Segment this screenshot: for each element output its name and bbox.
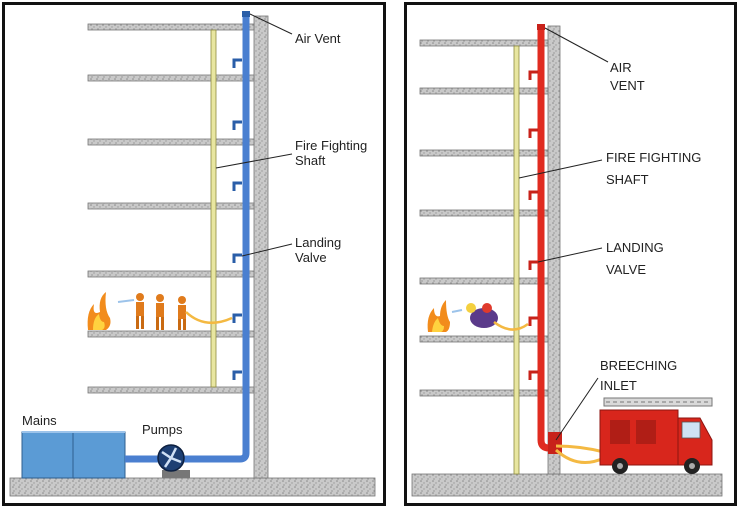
fire-icon-left xyxy=(87,292,111,330)
supply-pipe-left xyxy=(125,14,250,463)
valve-icon xyxy=(528,128,538,138)
building-wall-right xyxy=(547,25,561,475)
valve-icon xyxy=(528,260,538,270)
floor-slab xyxy=(87,202,255,210)
valve-icon xyxy=(232,181,242,191)
label-landing-valve-left-line2: Valve xyxy=(295,250,327,265)
callout-lines-left xyxy=(215,13,293,257)
floor-slab xyxy=(419,39,549,47)
label-landing-valve-right-line2: VALVE xyxy=(606,262,646,277)
valve-icon xyxy=(528,370,538,380)
floor-slab xyxy=(419,389,549,397)
firefighters-icon-right xyxy=(451,303,529,331)
left-building: Air Vent Fire Fighting Shaft Landing Val… xyxy=(9,11,376,497)
pump-icon xyxy=(157,444,190,478)
valve-icon xyxy=(528,190,538,200)
fire-icon-right xyxy=(427,300,450,332)
valve-icon xyxy=(528,70,538,80)
label-fire-fighting-shaft-left-line1: Fire Fighting xyxy=(295,138,367,153)
floor-slabs-left xyxy=(87,23,255,394)
ground-slab-right xyxy=(411,473,723,497)
label-fire-fighting-shaft-right-line1: FIRE FIGHTING xyxy=(606,150,701,165)
label-air-vent-left: Air Vent xyxy=(295,31,341,46)
label-fire-fighting-shaft-left-line2: Shaft xyxy=(295,153,326,168)
floor-slab xyxy=(419,87,549,95)
floor-slab xyxy=(419,335,549,343)
right-building: AIR VENT FIRE FIGHTING SHAFT LANDING VAL… xyxy=(411,24,723,497)
fire-truck-icon xyxy=(554,397,713,474)
valve-icon xyxy=(528,316,538,326)
label-landing-valve-left-line1: Landing xyxy=(295,235,341,250)
air-vent-icon-left xyxy=(242,11,250,17)
floor-slab xyxy=(419,149,549,157)
firefighters-icon-left xyxy=(117,293,233,330)
label-breeching-inlet-line1: BREECHING xyxy=(600,358,677,373)
fire-fighting-shaft-right xyxy=(513,45,520,475)
label-fire-fighting-shaft-right-line2: SHAFT xyxy=(606,172,649,187)
valve-icon xyxy=(232,253,242,263)
floor-slab xyxy=(419,277,549,285)
label-landing-valve-right-line1: LANDING xyxy=(606,240,664,255)
label-mains: Mains xyxy=(22,413,57,428)
valve-icon xyxy=(232,313,242,323)
air-vent-icon-right xyxy=(537,24,545,30)
floor-slab xyxy=(87,270,255,278)
floor-slab xyxy=(87,23,255,31)
label-pumps: Pumps xyxy=(142,422,183,437)
landing-valves-right xyxy=(528,70,538,380)
floor-slab xyxy=(87,74,255,82)
landing-valves-left xyxy=(232,58,242,380)
valve-icon xyxy=(232,58,242,68)
building-wall-left xyxy=(253,15,269,479)
callout-lines-right xyxy=(518,27,609,441)
floor-slab xyxy=(87,330,255,338)
breeching-inlet-icon xyxy=(548,432,562,454)
label-breeching-inlet-line2: INLET xyxy=(600,378,637,393)
floor-slabs-right xyxy=(419,39,549,397)
valve-icon xyxy=(232,120,242,130)
floor-slab xyxy=(419,209,549,217)
label-air-vent-right-line2: VENT xyxy=(610,78,645,93)
ground-slab-left xyxy=(9,477,376,497)
valve-icon xyxy=(232,370,242,380)
left-diagram-panel xyxy=(2,2,386,506)
floor-slab xyxy=(87,138,255,146)
label-air-vent-right-line1: AIR xyxy=(610,60,632,75)
mains-tank xyxy=(21,431,126,479)
floor-slab xyxy=(87,386,255,394)
fire-fighting-shaft-left xyxy=(210,29,217,388)
